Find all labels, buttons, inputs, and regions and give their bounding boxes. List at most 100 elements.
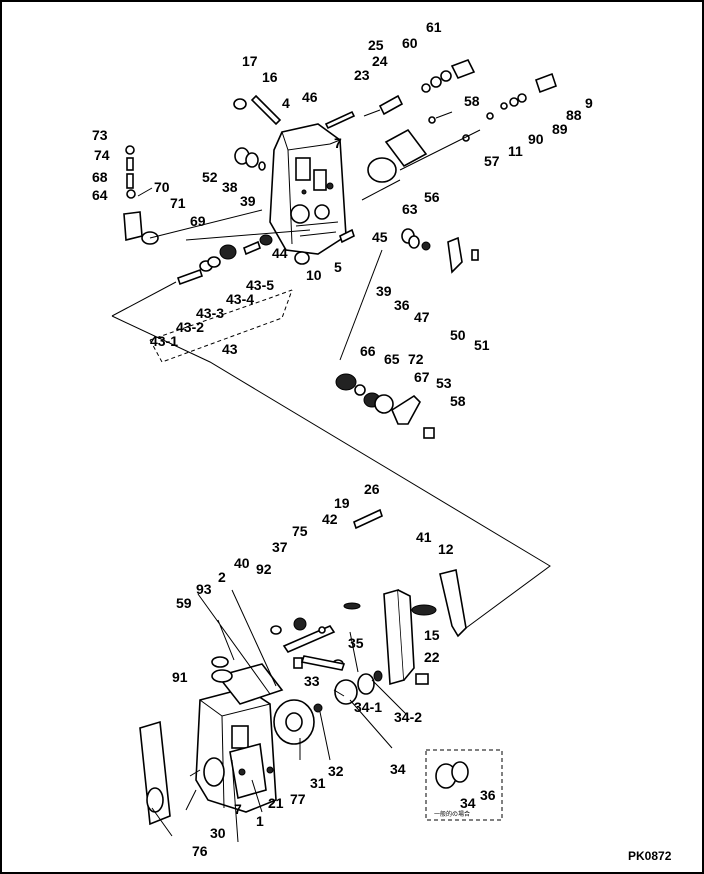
nut-part-73 <box>125 145 135 155</box>
callout-43-1: 43-1 <box>150 333 178 349</box>
callout-inset-34: 34 <box>460 795 476 811</box>
part-35 <box>373 670 383 682</box>
callout-43-2: 43-2 <box>176 319 204 335</box>
washer-part-88 <box>517 93 527 103</box>
nut-part-10 <box>294 251 310 265</box>
assembly-link-line <box>111 281 551 629</box>
link-part-12 <box>439 569 467 638</box>
shaft-part-40 <box>282 624 336 654</box>
callout-42: 42 <box>322 511 338 527</box>
spring-part-37 <box>293 617 307 631</box>
callout-31: 31 <box>310 775 326 791</box>
callout-30: 30 <box>210 825 226 841</box>
callout-69: 69 <box>190 213 206 229</box>
callout-75: 75 <box>292 523 308 539</box>
inset-part-36 <box>451 761 469 783</box>
callout-43: 43 <box>222 341 238 357</box>
callout-23: 23 <box>354 67 370 83</box>
callout-16: 16 <box>262 69 278 85</box>
part-92 <box>293 657 303 669</box>
callout-71: 71 <box>170 195 186 211</box>
sleeve-part-34-1 <box>334 679 358 705</box>
callout-53: 53 <box>436 375 452 391</box>
o-ring-part-63 <box>367 157 397 183</box>
callout-88: 88 <box>566 107 582 123</box>
bolt-part-46 <box>324 110 356 130</box>
callout-32: 32 <box>328 763 344 779</box>
cap-nut-part-61 <box>450 58 476 80</box>
callout-21: 21 <box>268 795 284 811</box>
callout-45: 45 <box>372 229 388 245</box>
callout-33: 33 <box>304 673 320 689</box>
part-11 <box>486 112 494 120</box>
part-34-2 <box>357 673 375 695</box>
washer-part-89 <box>509 97 519 107</box>
callout-43-4: 43-4 <box>226 291 254 307</box>
spring-part-68 <box>126 173 134 189</box>
ring-part-39 <box>258 161 266 171</box>
callout-51: 51 <box>474 337 490 353</box>
part-59 <box>211 656 229 668</box>
gasket-hole <box>146 787 164 813</box>
callout-38: 38 <box>222 179 238 195</box>
shaft-part-2-link <box>300 655 346 671</box>
screw-part-19 <box>353 508 383 530</box>
callout-58a: 58 <box>464 93 480 109</box>
washer-part-60a <box>430 76 442 88</box>
seal-part-47 <box>421 241 431 251</box>
part-91 <box>211 669 233 683</box>
callout-24: 24 <box>372 53 388 69</box>
callout-91: 91 <box>172 669 188 685</box>
callout-40: 40 <box>234 555 250 571</box>
callout-7b: 7 <box>234 801 242 817</box>
callout-34-2: 34-2 <box>394 709 422 725</box>
callout-59: 59 <box>176 595 192 611</box>
callout-17: 17 <box>242 53 258 69</box>
callout-34-1: 34-1 <box>354 699 382 715</box>
callout-5: 5 <box>334 259 342 275</box>
spring-part-44 <box>259 234 273 246</box>
callout-65: 65 <box>384 351 400 367</box>
bolt-part-22 <box>415 673 429 685</box>
part-43-5 <box>243 240 261 256</box>
callout-77: 77 <box>290 791 306 807</box>
bushing-part-36 <box>408 235 420 249</box>
callout-4: 4 <box>282 95 290 111</box>
cover-plate-part-56 <box>384 128 428 168</box>
callout-19: 19 <box>334 495 350 511</box>
part-77 <box>266 766 274 774</box>
governor-housing-part-4 <box>269 123 347 255</box>
lever-part-50 <box>447 236 463 274</box>
callout-9: 9 <box>585 95 593 111</box>
callout-93: 93 <box>196 581 212 597</box>
callout-70: 70 <box>154 179 170 195</box>
bolt-part-43-1 <box>176 268 204 286</box>
part-75 <box>318 626 326 634</box>
callout-58b: 58 <box>450 393 466 409</box>
spring-part-43-4 <box>219 244 237 260</box>
callout-36a: 36 <box>394 297 410 313</box>
callout-43-5: 43-5 <box>246 277 274 293</box>
bolt-part-45 <box>339 228 355 244</box>
callout-37: 37 <box>272 539 288 555</box>
spring-part-41 <box>411 604 437 616</box>
part-65 <box>354 384 366 396</box>
part-74 <box>126 157 134 171</box>
callout-34: 34 <box>390 761 406 777</box>
part-90 <box>500 102 508 110</box>
callout-12: 12 <box>438 541 454 557</box>
callout-74: 74 <box>94 147 110 163</box>
bracket-part-53 <box>390 394 421 425</box>
callout-76: 76 <box>192 843 208 859</box>
washer-part-60b <box>440 70 452 82</box>
callout-56: 56 <box>424 189 440 205</box>
callout-44: 44 <box>272 245 288 261</box>
screw-part-24 <box>378 94 404 116</box>
callout-57: 57 <box>484 153 500 169</box>
drawing-code: PK0872 <box>628 849 672 863</box>
callout-72: 72 <box>408 351 424 367</box>
bushing-part-67 <box>374 394 394 414</box>
